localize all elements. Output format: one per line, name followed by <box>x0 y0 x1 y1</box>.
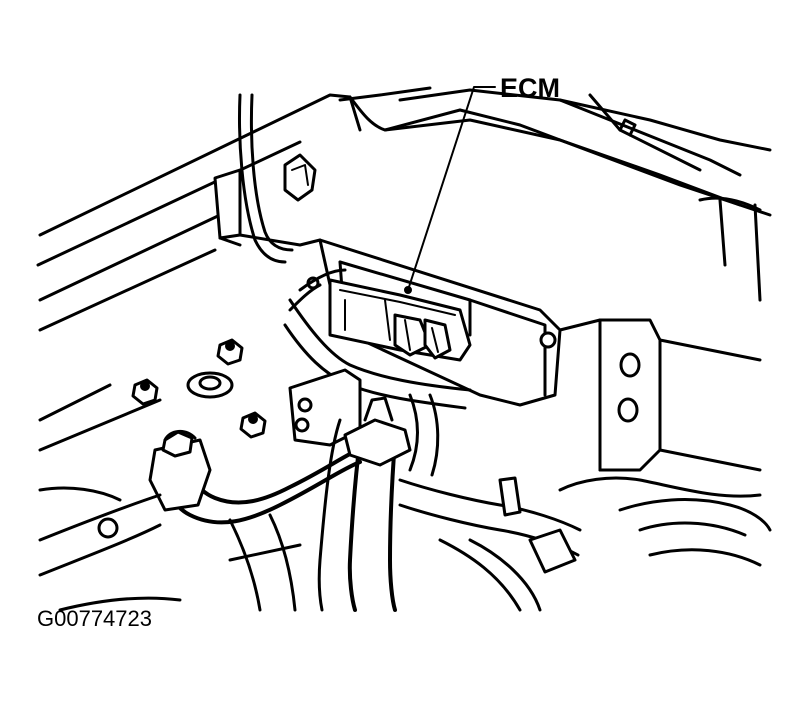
upper-wire <box>238 93 294 264</box>
lower-left-components <box>38 486 302 612</box>
left-bracket <box>213 168 322 247</box>
hose-bundle <box>38 430 364 577</box>
ecm-connector <box>328 278 472 362</box>
right-bracket <box>558 318 762 472</box>
lower-right-components <box>398 476 772 612</box>
bolt-2 <box>131 378 159 406</box>
grommet <box>186 371 234 399</box>
mount-clip <box>283 153 317 202</box>
bolt-1 <box>216 338 244 366</box>
center-hose <box>317 396 412 612</box>
ecm-label: ECM <box>500 73 560 103</box>
figure-code: G00774723 <box>37 606 152 631</box>
lower-panel <box>38 248 217 452</box>
ecm-callout: ECM <box>404 73 560 294</box>
bolts <box>131 338 267 439</box>
cowl-panel <box>36 86 772 302</box>
bolt-3 <box>239 411 267 439</box>
